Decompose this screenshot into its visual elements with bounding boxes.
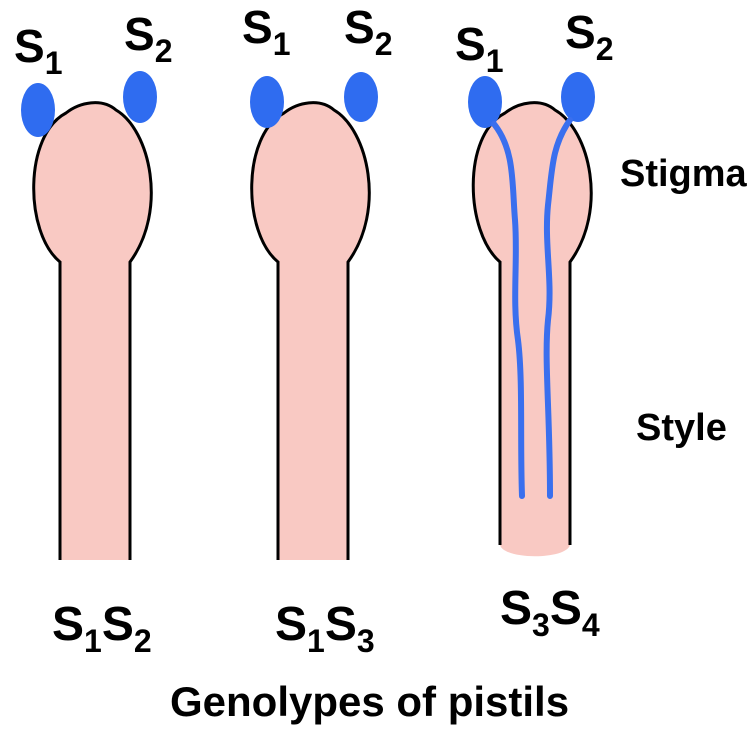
diagram-caption: Genolypes of pistils (170, 678, 569, 725)
pistil-3: S1 S2 S3S4 (455, 6, 613, 643)
pistil-1: S1 S2 S1S2 (14, 8, 172, 659)
genotype-label-1: S1S2 (52, 598, 152, 659)
pistil-3-body (473, 103, 591, 557)
pollen-label-3-left: S1 (455, 18, 503, 79)
genotype-label-3: S3S4 (500, 582, 600, 643)
pollen-label-3-right: S2 (565, 6, 613, 67)
pistil-2-body (252, 103, 370, 560)
pollen-grain-3-left (468, 76, 502, 128)
style-label: Style (636, 407, 727, 449)
pollen-grain-2-left (250, 76, 284, 128)
stigma-label: Stigma (620, 153, 747, 195)
pollen-label-2-right: S2 (344, 1, 392, 62)
pollen-grain-1-right (123, 71, 157, 123)
pollen-label-1-right: S2 (124, 8, 172, 69)
pollen-label-1-left: S1 (14, 20, 62, 81)
pollen-grain-2-right (344, 72, 378, 122)
pistil-1-body (34, 103, 152, 560)
pistil-2: S1 S2 S1S3 (242, 1, 392, 659)
pollen-label-2-left: S1 (242, 1, 290, 62)
pollen-grain-3-right (561, 72, 595, 122)
pollen-grain-1-left (21, 83, 55, 137)
genotype-label-2: S1S3 (275, 598, 375, 659)
